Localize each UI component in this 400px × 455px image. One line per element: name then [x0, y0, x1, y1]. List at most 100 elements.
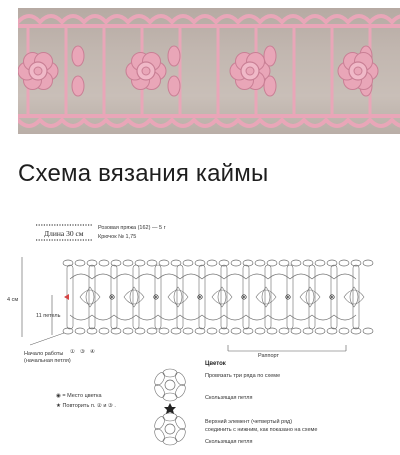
chain-stitch-top: [170, 259, 182, 267]
chart-body: [29, 259, 374, 346]
motif: [123, 286, 145, 308]
start-label-sub: (начальная петля): [24, 358, 71, 364]
chain-arc: [157, 273, 181, 280]
petal: [175, 428, 186, 442]
flower-note-rows: Провязать три ряда по схеме: [205, 373, 280, 379]
chain-stitch-bottom: [278, 327, 290, 335]
picot-top: [280, 14, 306, 24]
chain-pillar: [88, 264, 96, 330]
picot-top: [390, 14, 400, 24]
picot-top: [214, 14, 240, 24]
picot-bottom: [236, 118, 262, 128]
top-element-note: Верхний элемент (четвертый ряд): [205, 418, 292, 425]
chain-stitch-top: [146, 259, 158, 267]
petal: [154, 384, 165, 398]
chain-stitch-bottom: [206, 327, 218, 335]
picot-bottom: [280, 118, 306, 128]
start-arrow: [64, 294, 69, 300]
top-element-note-2: соединить с нижним, как показано на схем…: [205, 427, 317, 433]
picot-bottom: [346, 118, 372, 128]
motif: [299, 286, 321, 308]
chain-stitch-top: [110, 259, 122, 267]
petal: [175, 384, 186, 398]
picot-top: [148, 14, 174, 24]
picot-top: [324, 14, 350, 24]
chain-stitch-top: [302, 259, 314, 267]
picot-bottom: [148, 118, 174, 128]
chain-arc: [179, 314, 203, 321]
start-pointer: [29, 332, 65, 346]
picot-bottom: [324, 118, 350, 128]
petal: [175, 372, 186, 386]
chain-stitch-bottom: [302, 327, 314, 335]
lace-band: [16, 14, 400, 128]
leaf: [71, 75, 85, 97]
chain-stitch-bottom: [218, 327, 230, 335]
chain-stitch-top: [122, 259, 134, 267]
picot-top: [38, 14, 64, 24]
chain-pillar: [198, 264, 206, 330]
chain-arc: [267, 273, 291, 280]
petal: [154, 372, 165, 386]
chain-stitch-bottom: [134, 327, 146, 335]
chain-arc: [333, 314, 357, 321]
motif: [343, 286, 365, 308]
chain-stitch-top: [182, 259, 194, 267]
chain-stitch-bottom: [326, 327, 338, 335]
rose: [229, 51, 271, 91]
rose: [125, 51, 167, 91]
flower-note-slip: Скользящая петля: [205, 395, 253, 401]
star-icon: [164, 403, 176, 414]
chain-arc: [311, 314, 335, 321]
chain-arc: [201, 314, 225, 321]
petal: [162, 392, 178, 402]
chain-pillar: [242, 264, 250, 330]
chain-pillar: [220, 264, 228, 330]
picot-bottom: [16, 118, 42, 128]
flower-place-mark: [109, 294, 115, 300]
petal: [154, 416, 165, 430]
picot-bottom: [82, 118, 108, 128]
chain-stitch-bottom: [146, 327, 158, 335]
row-number-4: ④: [90, 348, 95, 355]
chain-stitch-bottom: [86, 327, 98, 335]
chain-arc: [333, 273, 357, 280]
chain-arc: [91, 314, 115, 321]
rose: [17, 51, 59, 91]
top-element-slip: Скользящая петля: [205, 439, 253, 445]
petal: [154, 428, 165, 442]
chain-stitch-bottom: [74, 327, 86, 335]
chain-pillar: [330, 264, 338, 330]
chain-arc: [289, 314, 313, 321]
chain-stitch-top: [242, 259, 254, 267]
chain-stitch-top: [266, 259, 278, 267]
petal: [175, 416, 186, 430]
leaf: [167, 75, 181, 97]
row-number-3: ③: [80, 348, 85, 355]
length-box: Длина 30 см: [36, 224, 92, 241]
hook-info: Крючок № 1,75: [98, 234, 136, 240]
edging-photo-background: [16, 8, 400, 134]
picot-top: [104, 14, 130, 24]
chain-stitch-bottom: [98, 327, 110, 335]
chain-pillar: [154, 264, 162, 330]
rose: [337, 51, 379, 91]
chain-arc: [179, 273, 203, 280]
chain-arc: [223, 314, 247, 321]
chain-stitch-bottom: [122, 327, 134, 335]
chain-arc: [69, 273, 93, 280]
chain-stitch-bottom: [350, 327, 362, 335]
picot-bottom: [368, 118, 394, 128]
motif: [211, 286, 233, 308]
chain-stitch-bottom: [338, 327, 350, 335]
length-label: Длина 30 см: [44, 229, 84, 238]
chain-stitch-bottom: [314, 327, 326, 335]
chain-stitch-top: [326, 259, 338, 267]
legend-flower-place: ◉ = Место цветка: [56, 393, 102, 399]
crochet-lace-image: [16, 14, 400, 128]
flower-place-mark: [241, 294, 247, 300]
chain-pillar: [286, 264, 294, 330]
chain-stitch-bottom: [170, 327, 182, 335]
picot-top: [346, 14, 372, 24]
page-title: Схема вязания каймы: [18, 160, 269, 187]
